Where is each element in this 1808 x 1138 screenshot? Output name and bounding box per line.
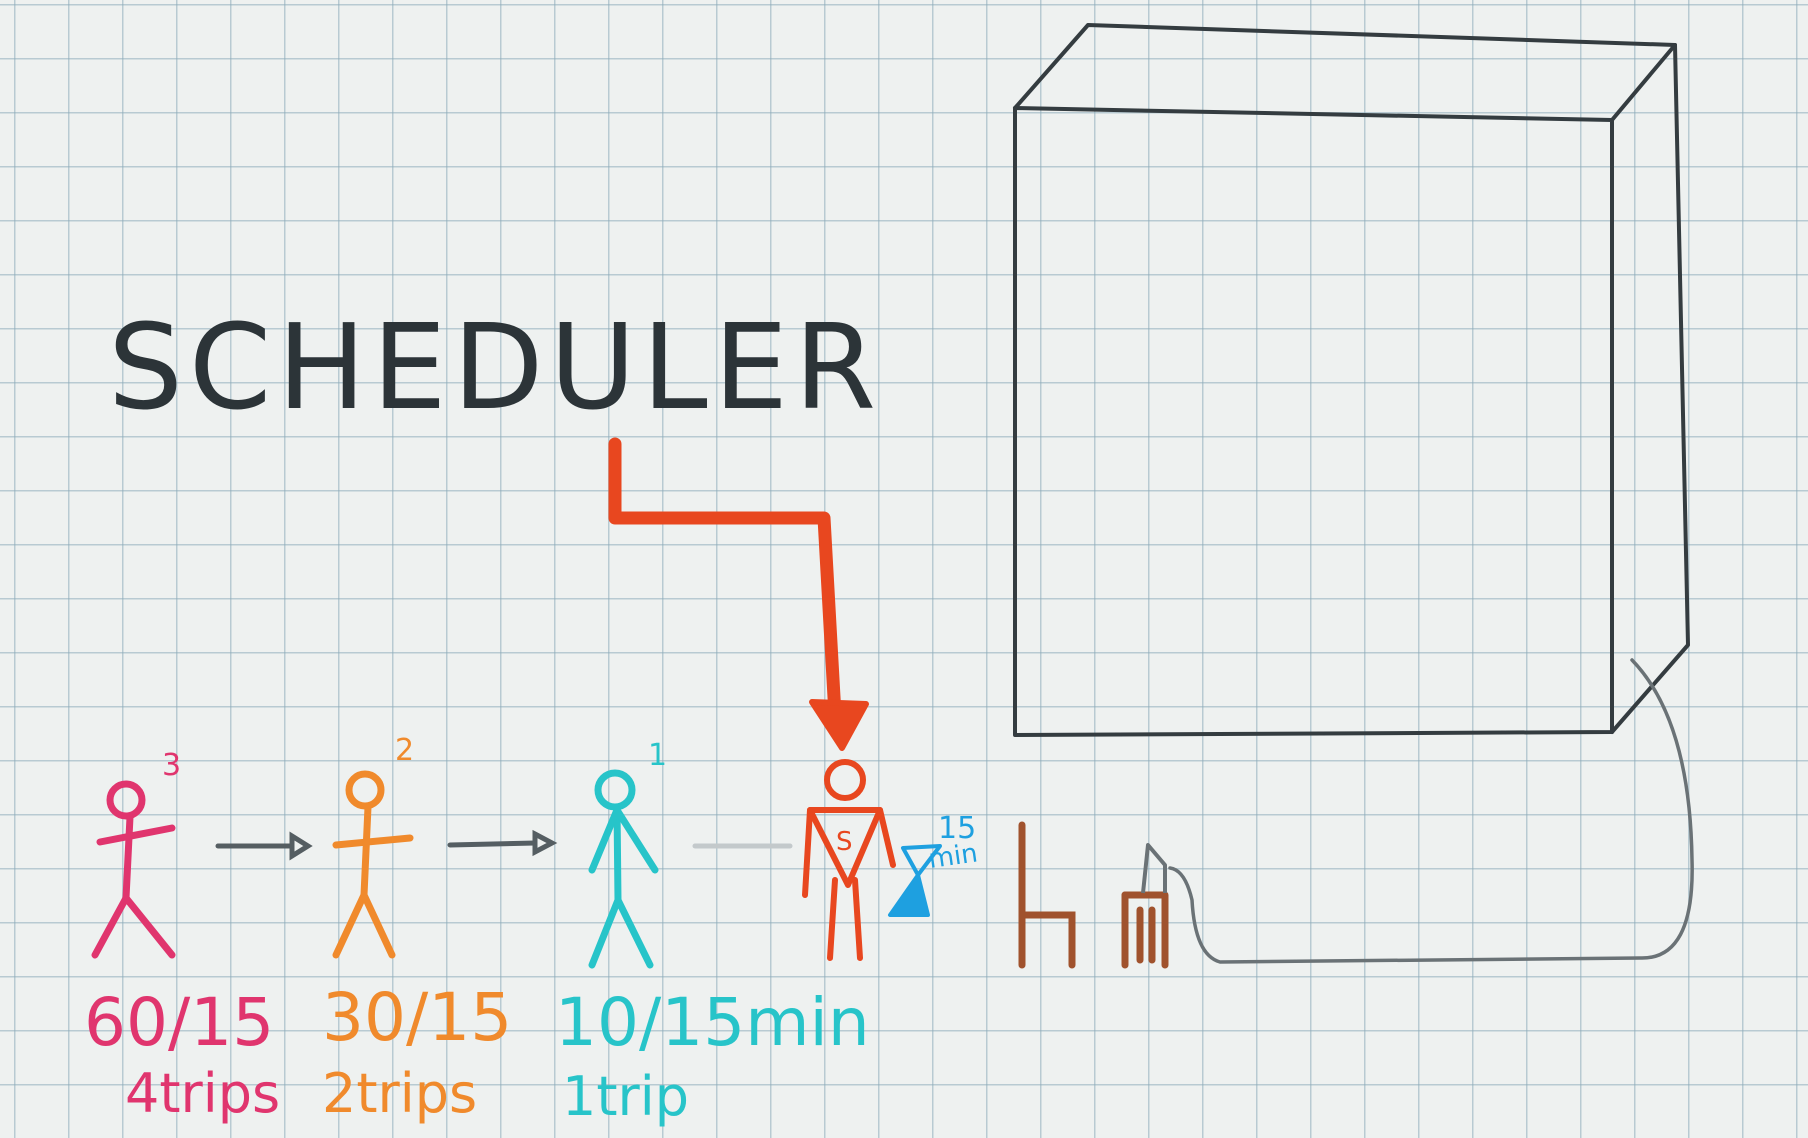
stick-figure-icon — [332, 770, 414, 959]
device-icon — [1141, 843, 1167, 894]
stick-figure-icon — [588, 769, 659, 969]
stool-icon — [1121, 891, 1169, 969]
server-badge: S — [836, 827, 853, 857]
queue-position-3: 3 — [162, 748, 181, 783]
scheduler-arrow-icon — [608, 437, 869, 751]
server-timer-unit: min — [927, 838, 980, 875]
queue-trips-1: 1trip — [562, 1065, 689, 1128]
queue-trips-2: 2trips — [322, 1062, 477, 1125]
server-timer: 15 — [938, 811, 976, 846]
hourglass-icon — [888, 844, 942, 917]
superhero-figure-icon — [802, 759, 896, 961]
arrow-icon — [215, 831, 313, 861]
queue-rate-2: 30/15 — [322, 979, 512, 1056]
arrow-icon — [447, 829, 558, 857]
queue-position-1: 1 — [648, 738, 667, 773]
box-icon — [1013, 23, 1690, 737]
queue-rate-3: 60/15 — [84, 984, 274, 1061]
queue-position-2: 2 — [395, 733, 414, 768]
stick-figure-icon — [91, 780, 176, 959]
chair-icon — [1018, 821, 1076, 969]
scheduler-title: SCHEDULER — [108, 298, 882, 436]
cable-line — [1168, 658, 1694, 964]
queue-trips-3: 4trips — [125, 1062, 280, 1125]
queue-rate-1: 10/15min — [555, 984, 870, 1061]
